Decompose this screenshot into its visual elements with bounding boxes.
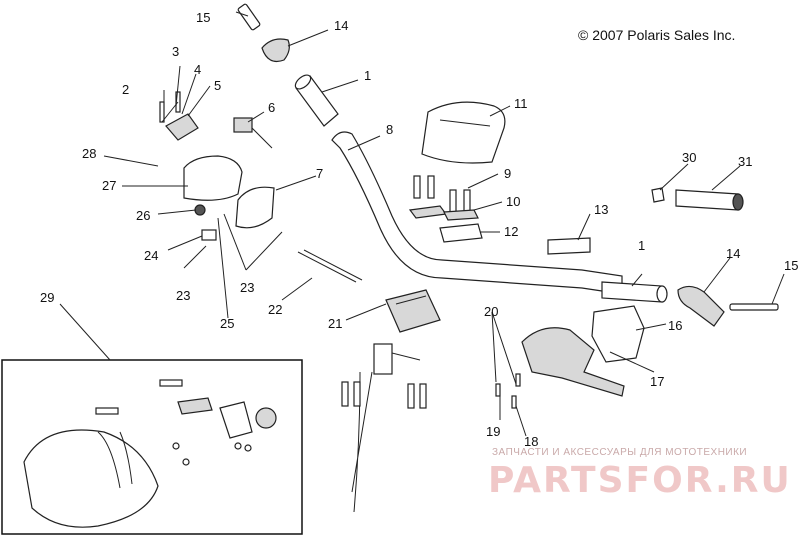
part-31-throttle-grip — [675, 189, 744, 211]
callout-10: 10 — [506, 194, 520, 209]
part-6-connector — [233, 117, 273, 149]
part-7-cover — [235, 186, 275, 229]
watermark-logo: ЗАПЧАСТИ И АКСЕССУАРЫ ДЛЯ МОТОТЕХНИКИ PA… — [488, 447, 792, 501]
callout-9: 9 — [504, 166, 511, 181]
callout-2: 2 — [122, 82, 129, 97]
part-13-heater-element — [547, 237, 591, 255]
part-17-brake-master-cylinder — [521, 327, 625, 397]
part-16-brake-cover — [591, 305, 645, 363]
throttle-cable — [341, 343, 427, 513]
callout-26: 26 — [136, 208, 150, 223]
part-10-clamps — [408, 205, 479, 221]
callout-30: 30 — [682, 150, 696, 165]
callout-15-right: 15 — [784, 258, 798, 273]
part-22-cable — [297, 249, 363, 283]
callout-13: 13 — [594, 202, 608, 217]
callout-19: 19 — [486, 424, 500, 439]
callout-12: 12 — [504, 224, 518, 239]
callout-14-top: 14 — [334, 18, 348, 33]
callout-23-left: 23 — [176, 288, 190, 303]
part-27-throttle-housing — [183, 155, 243, 201]
part-12-lower-clamp — [439, 223, 483, 243]
part-14-right-end-clamp — [677, 285, 725, 327]
callout-3: 3 — [172, 44, 179, 59]
watermark-subtitle: ЗАПЧАСТИ И АКСЕССУАРЫ ДЛЯ МОТОТЕХНИКИ — [492, 447, 747, 458]
callout-23-right: 23 — [240, 280, 254, 295]
callout-11: 11 — [514, 96, 528, 111]
callout-numbers: 15 14 3 4 1 2 5 11 6 8 28 30 31 9 7 27 1… — [40, 10, 798, 449]
callout-24: 24 — [144, 248, 158, 263]
watermark-brand: PARTSFOR.RU — [488, 460, 792, 501]
callout-20: 20 — [484, 304, 498, 319]
callout-7: 7 — [316, 166, 323, 181]
callout-5: 5 — [214, 78, 221, 93]
part-2-5-bracket — [159, 91, 199, 141]
callout-16: 16 — [668, 318, 682, 333]
part-15-right-bolt — [729, 303, 779, 311]
callout-22: 22 — [268, 302, 282, 317]
callout-1-left: 1 — [364, 68, 371, 83]
callout-15-top: 15 — [196, 10, 210, 25]
callout-8: 8 — [386, 122, 393, 137]
callout-6: 6 — [268, 100, 275, 115]
callout-17: 17 — [650, 374, 664, 389]
part-1-grip-right — [601, 281, 668, 303]
callout-25: 25 — [220, 316, 234, 331]
callout-21: 21 — [328, 316, 342, 331]
part-8-handlebar — [331, 131, 623, 295]
part-18-20-screws — [495, 373, 521, 409]
part-24-fitting — [201, 229, 217, 241]
callout-27: 27 — [102, 178, 116, 193]
part-9-bolts — [413, 175, 471, 213]
inset-box-29 — [1, 359, 303, 535]
part-15-bolt — [237, 3, 261, 31]
callout-18: 18 — [524, 434, 538, 449]
callout-29: 29 — [40, 290, 54, 305]
callout-1-right: 1 — [638, 238, 645, 253]
part-14-end-clamp — [261, 38, 290, 63]
part-21-switch-block — [385, 289, 441, 333]
part-30-end-cap — [651, 187, 665, 203]
callout-14-right: 14 — [726, 246, 740, 261]
callout-31: 31 — [738, 154, 752, 169]
part-11-handlebar-pad — [421, 101, 506, 164]
copyright-text: © 2007 Polaris Sales Inc. — [578, 27, 735, 43]
callout-28: 28 — [82, 146, 96, 161]
part-1-grip-left — [294, 74, 339, 127]
part-26-nut — [194, 204, 206, 216]
callout-4: 4 — [194, 62, 201, 77]
leader-lines — [59, 11, 785, 437]
